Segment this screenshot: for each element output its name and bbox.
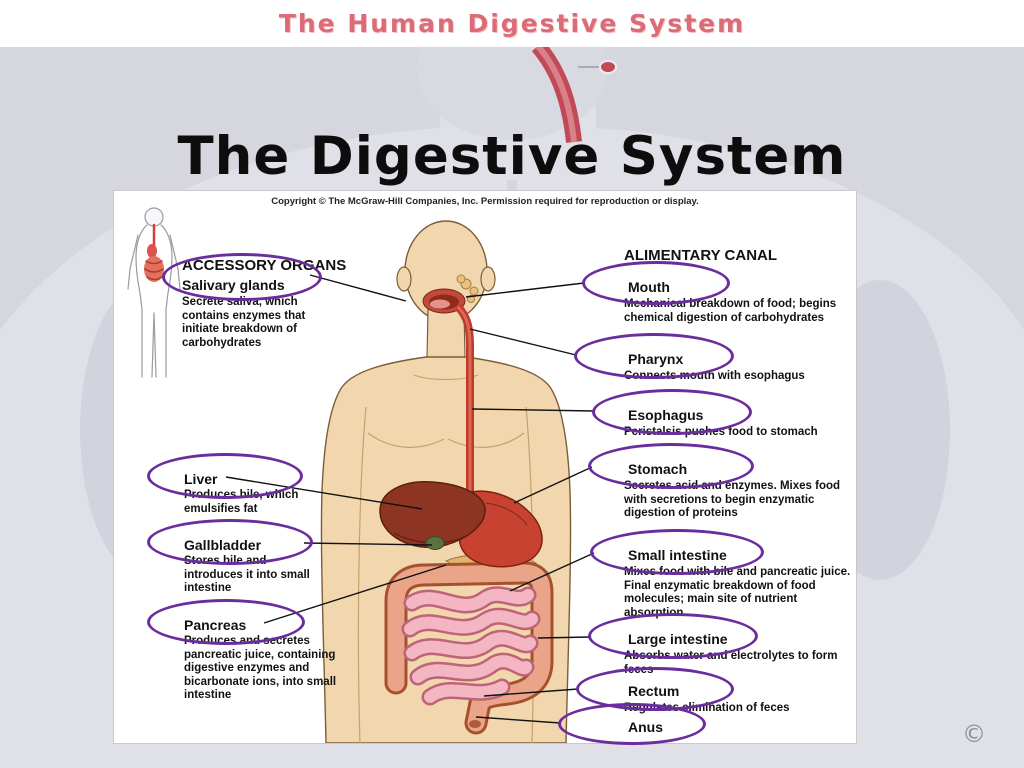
label-mouth: Mouth <box>628 279 670 295</box>
esophagus-highlight <box>456 305 472 495</box>
slide-banner: The Human Digestive System <box>0 0 1024 47</box>
copyright-icon: © <box>962 720 986 748</box>
label-pharynx: Pharynx <box>628 351 684 367</box>
leader-line-anus <box>475 716 561 724</box>
label-stomach: Stomach <box>628 461 688 477</box>
figure-copyright-notice: Copyright © The McGraw-Hill Companies, I… <box>271 196 699 207</box>
leader-line-small-intestine <box>509 552 595 592</box>
figure-panel: Copyright © The McGraw-Hill Companies, I… <box>113 190 857 745</box>
desc-stomach: Secretes acid and enzymes. Mixes food wi… <box>624 480 841 519</box>
desc-small-intestine: Mixes food with bile and pancreatic juic… <box>624 566 851 619</box>
alimentary-canal-heading: ALIMENTARY CANAL <box>624 247 778 264</box>
mini-body-figure <box>127 207 181 378</box>
background-esophagus-highlight <box>535 44 577 143</box>
desc-pancreas: Produces and secretes pancreatic juice, … <box>184 635 337 701</box>
stomach-curve-line <box>485 502 528 526</box>
leader-line-gallbladder <box>303 542 433 546</box>
label-gallbladder: Gallbladder <box>184 537 262 553</box>
banner-title: The Human Digestive System <box>278 9 746 38</box>
desc-pharynx: Connects mouth with esophagus <box>624 370 805 382</box>
digestive-system-illustration <box>127 207 595 743</box>
label-rectum: Rectum <box>628 683 680 699</box>
small-intestine-shape <box>404 588 538 703</box>
label-esophagus: Esophagus <box>628 407 704 423</box>
label-anus: Anus <box>628 719 663 735</box>
leader-line-mouth <box>465 282 585 298</box>
mini-figure-head <box>144 207 164 227</box>
leader-line-salivary-glands <box>309 274 407 302</box>
tongue <box>430 299 450 309</box>
anus-shape <box>469 720 481 728</box>
label-salivary-glands: Salivary glands <box>182 277 285 293</box>
leader-line-stomach <box>513 466 593 504</box>
desc-rectum: Regulates elimination of feces <box>624 702 790 714</box>
leader-line-liver <box>225 476 423 510</box>
desc-gallbladder: Stores bile and introduces it into small… <box>184 555 310 594</box>
label-small-intestine: Small intestine <box>628 547 727 563</box>
leader-line-pharynx <box>469 328 577 356</box>
leader-line-large-intestine <box>537 636 591 639</box>
mini-figure-stomach <box>147 244 157 258</box>
accessory-organs-heading: ACCESSORY ORGANS <box>182 257 347 274</box>
mini-figure-arms <box>127 234 181 290</box>
leader-line-esophagus <box>471 408 595 412</box>
desc-large-intestine: Absorbs water and electrolytes to form f… <box>624 650 838 676</box>
leader-line-pancreas <box>263 564 447 624</box>
label-large-intestine: Large intestine <box>628 631 728 647</box>
page-title: The Digestive System <box>177 126 847 187</box>
ear-left <box>396 266 412 292</box>
callout-marker <box>599 60 617 74</box>
desc-mouth: Mechanical breakdown of food; begins che… <box>624 298 837 324</box>
desc-liver: Produces bile, which emulsifies fat <box>184 489 299 515</box>
desc-esophagus: Peristalsis pushes food to stomach <box>624 426 818 438</box>
ear-right <box>480 266 496 292</box>
mini-figure-intestine-lines <box>144 260 164 281</box>
torso-illustration <box>320 220 572 743</box>
gallbladder-shape <box>425 536 445 550</box>
neck <box>428 307 464 361</box>
leader-line-rectum <box>483 688 579 697</box>
mini-figure-legs <box>151 312 157 378</box>
label-pancreas: Pancreas <box>184 617 247 633</box>
desc-salivary-glands: Secrete saliva, which contains enzymes t… <box>182 296 306 349</box>
label-liver: Liver <box>184 471 218 487</box>
leader-lines <box>225 274 595 724</box>
mini-figure-body-outline <box>135 224 173 378</box>
